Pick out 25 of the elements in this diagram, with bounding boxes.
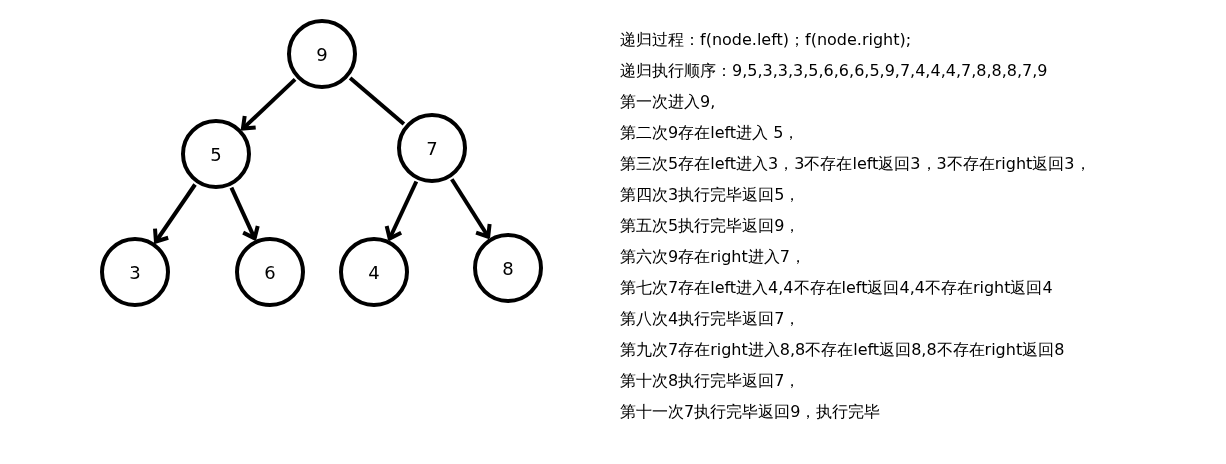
explanation-text: 递归过程：f(node.left)；f(node.right);: [620, 30, 912, 50]
explanation-text: 第十次8执行完毕返回7，: [620, 371, 801, 391]
tree-node-circle: 3: [100, 237, 170, 307]
explanation-text: 第十一次7执行完毕返回9，执行完毕: [620, 402, 881, 422]
arrow: [229, 186, 260, 241]
explanation-text: 第六次9存在right进入7，: [620, 247, 806, 267]
tree-node-circle: 8: [473, 233, 543, 303]
arrow: [384, 180, 419, 241]
explanation-text: 第八次4执行完毕返回7，: [620, 309, 801, 329]
tree-node-circle: 5: [181, 119, 251, 189]
explanation-text: 第二次9存在left进入 5，: [620, 123, 800, 143]
explanation-text: 第九次7存在right进入8,8不存在left返回8,8不存在right返回8: [620, 340, 1065, 360]
tree-node-circle: 4: [339, 237, 409, 307]
explanation-text: 第三次5存在left进入3，3不存在left返回3，3不存在right返回3，: [620, 154, 1091, 174]
arrow: [450, 178, 492, 239]
tree-node-circle: 6: [235, 237, 305, 307]
explanation-text: 第五次5执行完毕返回9，: [620, 216, 801, 236]
explanation-text: 递归执行顺序：9,5,3,3,3,5,6,6,6,5,9,7,4,4,4,7,8,8,8,7,9: [620, 61, 1048, 81]
explanation-text: 第四次3执行完毕返回5，: [620, 185, 801, 205]
arrow: [153, 183, 197, 244]
explanation-text: 第一次进入9,: [620, 92, 716, 112]
tree-node-circle: 7: [397, 113, 467, 183]
explanation-text: 第七次7存在left进入4,4不存在left返回4,4不存在right返回4: [620, 278, 1053, 298]
arrow: [240, 77, 297, 131]
tree-node-circle: 9: [287, 19, 357, 89]
